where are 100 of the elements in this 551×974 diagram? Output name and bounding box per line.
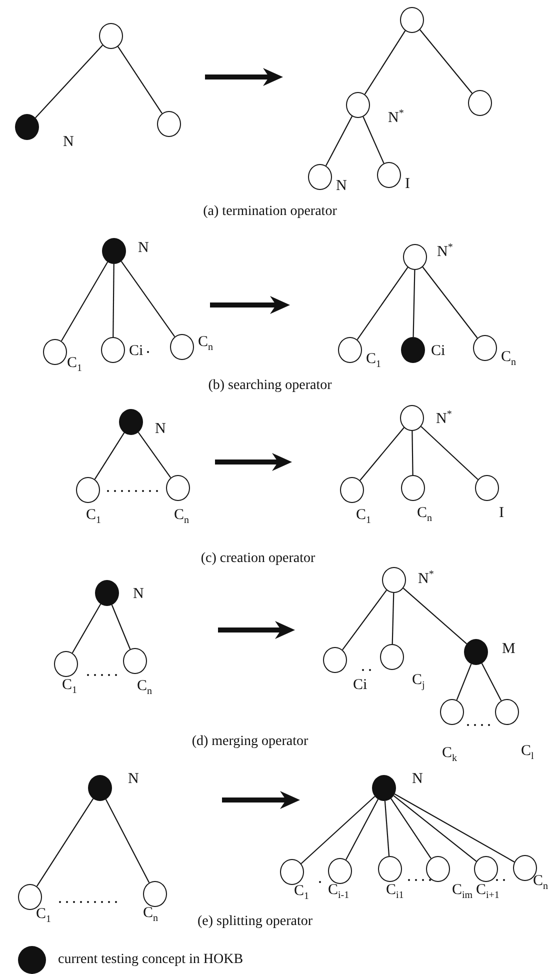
tree-node xyxy=(99,23,123,49)
tree-link xyxy=(364,30,406,95)
tree-link xyxy=(412,270,416,338)
node-label: C$_{1}$ xyxy=(366,352,382,367)
tree-link xyxy=(392,592,394,644)
tree-link xyxy=(356,267,408,340)
tree-link xyxy=(111,604,131,650)
node-label: N xyxy=(412,772,423,787)
tree-link xyxy=(422,266,478,338)
tree-link xyxy=(360,427,404,481)
node-label: C$_{i-1}$ xyxy=(328,883,350,898)
tree-link xyxy=(342,590,387,650)
node-label: Ci xyxy=(353,678,368,693)
node-label: C$_{1}$ xyxy=(36,907,52,922)
filled-node xyxy=(119,409,143,435)
node-label: N xyxy=(155,422,166,437)
tree-node xyxy=(157,111,181,137)
tree-node xyxy=(101,337,125,363)
tree-link xyxy=(60,262,108,342)
node-label: N$^{*}$ xyxy=(418,572,434,587)
tree-node xyxy=(170,334,194,360)
tree-node xyxy=(143,881,167,907)
node-label: I xyxy=(499,506,504,521)
tree-link xyxy=(481,663,502,701)
tree-node xyxy=(166,475,190,501)
filled-node xyxy=(401,337,425,363)
node-label: C$_{1}$ xyxy=(62,678,78,693)
node-label: C$_{j}$ xyxy=(412,673,425,688)
tree-node xyxy=(308,164,332,190)
tree-link xyxy=(105,799,150,883)
tree-link xyxy=(384,800,390,856)
node-label: C$_{n}$ xyxy=(533,874,548,889)
tree-node xyxy=(18,884,42,910)
node-label: C$_{i1}$ xyxy=(386,883,404,898)
panel-caption: (c) creation operator xyxy=(200,551,316,567)
tree-node xyxy=(328,858,352,884)
filled-node xyxy=(102,238,126,264)
node-label: N xyxy=(138,241,149,256)
tree-node xyxy=(426,856,450,882)
node-label: M xyxy=(502,642,516,657)
filled-node xyxy=(95,580,119,606)
tree-link xyxy=(94,432,125,480)
tree-node xyxy=(468,90,492,116)
legend-text: current testing concept in HOKB xyxy=(58,952,244,968)
tree-node xyxy=(401,475,425,501)
tree-node xyxy=(400,7,424,33)
tree-node xyxy=(380,644,404,670)
tree-link xyxy=(393,795,477,862)
tree-node xyxy=(54,651,78,677)
tree-link xyxy=(112,264,114,337)
node-label: C$_{i+1}$ xyxy=(476,883,500,898)
tree-node xyxy=(76,477,100,503)
node-label: C$_{n}$ xyxy=(174,508,190,523)
tree-link xyxy=(420,29,472,94)
node-label: Ci xyxy=(129,344,144,359)
node-label: N$^{*}$ xyxy=(436,412,452,427)
tree-node xyxy=(474,856,498,882)
node-label: C$_{im}$ xyxy=(452,883,473,898)
panel-caption: (a) termination operator xyxy=(203,204,337,220)
tree-node xyxy=(123,648,147,674)
filled-node xyxy=(15,114,39,140)
node-label: C$_{1}$ xyxy=(294,884,310,899)
tree-link xyxy=(390,798,432,859)
tree-node xyxy=(377,162,401,188)
filled-node xyxy=(88,775,112,801)
filled-node xyxy=(372,775,396,801)
tree-link xyxy=(362,116,384,164)
node-label: C$_{1}$ xyxy=(67,356,82,371)
tree-link xyxy=(120,261,176,337)
node-label: C$_{n}$ xyxy=(417,506,432,521)
node-label: C$_{n}$ xyxy=(143,906,158,921)
tree-link xyxy=(118,46,162,114)
tree-link xyxy=(394,794,515,862)
tree-node xyxy=(43,339,67,365)
panel-caption: (e) splitting operator xyxy=(197,914,313,930)
tree-node xyxy=(473,335,497,361)
node-label: C$_{k}$ xyxy=(442,746,458,761)
node-label: C$_{1}$ xyxy=(86,508,102,523)
tree-node xyxy=(346,92,370,118)
tree-link xyxy=(420,426,478,480)
tree-node xyxy=(340,477,364,503)
tree-node xyxy=(495,699,519,725)
tree-node xyxy=(382,567,406,593)
tree-link xyxy=(138,432,172,478)
tree-link xyxy=(300,796,376,864)
tree-link xyxy=(72,604,102,654)
filled-node xyxy=(464,639,488,665)
node-label: N xyxy=(128,772,139,787)
panel-caption: (b) searching operator xyxy=(208,378,332,394)
tree-node xyxy=(280,859,304,885)
tree-link xyxy=(456,664,472,700)
node-label: C$_{1}$ xyxy=(356,508,372,523)
node-label: C$_{n}$ xyxy=(137,679,152,694)
tree-node xyxy=(475,475,499,501)
tree-link xyxy=(325,116,353,166)
tree-node xyxy=(400,405,424,431)
tree-node xyxy=(378,856,402,882)
tree-node xyxy=(403,244,427,270)
node-label: C$_{n}$ xyxy=(198,335,214,350)
node-label: N xyxy=(63,135,74,150)
